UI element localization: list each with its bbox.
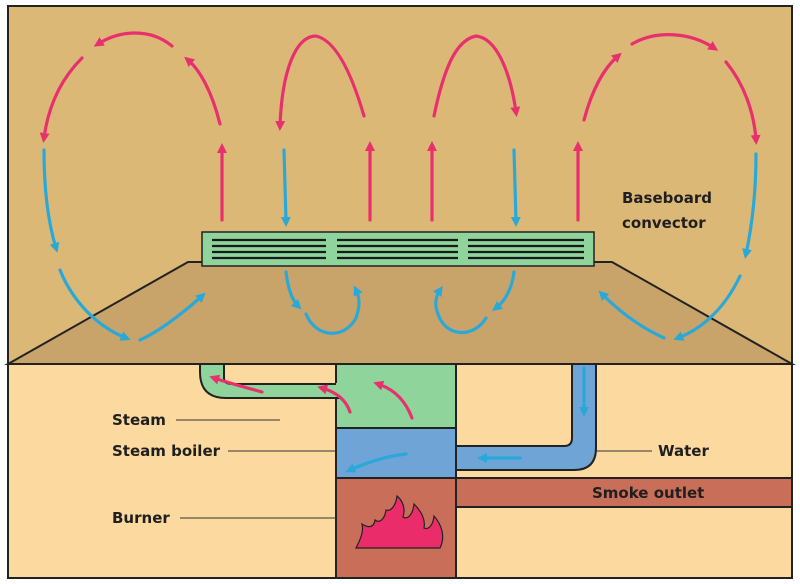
hot-air-arrow bbox=[630, 33, 719, 51]
cool-air-arrow bbox=[742, 152, 758, 259]
hot-air-arrow bbox=[432, 34, 521, 118]
hot-air-arrow bbox=[275, 34, 366, 131]
burner-flame bbox=[355, 494, 444, 549]
steam-arrow bbox=[317, 384, 352, 414]
steam-arrow bbox=[209, 374, 264, 394]
hot-air-arrow bbox=[582, 52, 622, 122]
cool-air-arrow bbox=[673, 274, 742, 341]
smoke-outlet-label: Smoke outlet bbox=[592, 484, 704, 502]
cool-air-arrow bbox=[58, 268, 131, 341]
convector-fins bbox=[212, 238, 584, 260]
cool-air-arrow bbox=[280, 148, 291, 227]
hot-air-arrows bbox=[39, 31, 761, 222]
cool-air-arrow bbox=[42, 148, 60, 253]
convector-label-line2: convector bbox=[622, 214, 706, 232]
convector-label-line1: Baseboard bbox=[622, 189, 712, 207]
steam-label: Steam bbox=[112, 411, 166, 429]
hot-air-arrow bbox=[724, 60, 761, 145]
cool-air-arrow bbox=[598, 290, 666, 340]
cool-air-arrows bbox=[42, 148, 758, 342]
water-label: Water bbox=[658, 442, 709, 460]
steam-flow-arrows bbox=[209, 374, 414, 420]
hot-air-arrow bbox=[93, 31, 174, 48]
baseboard-convector bbox=[201, 231, 595, 267]
hot-air-arrow bbox=[39, 56, 84, 143]
steam-boiler-label: Steam boiler bbox=[112, 442, 221, 460]
water-flow-arrows bbox=[345, 366, 589, 473]
cool-air-arrow bbox=[433, 285, 488, 335]
smoke-outlet-flue bbox=[455, 477, 793, 508]
boiler-water bbox=[335, 427, 457, 479]
cool-air-arrow bbox=[284, 270, 302, 310]
cool-air-arrow bbox=[138, 292, 206, 342]
cool-air-arrow bbox=[492, 270, 516, 312]
cool-air-arrow bbox=[510, 148, 521, 227]
hot-air-arrow bbox=[184, 56, 222, 126]
cool-air-arrow bbox=[304, 285, 363, 335]
steam-arrow bbox=[373, 380, 414, 420]
water-arrow bbox=[345, 452, 408, 473]
burner-label: Burner bbox=[112, 509, 170, 527]
